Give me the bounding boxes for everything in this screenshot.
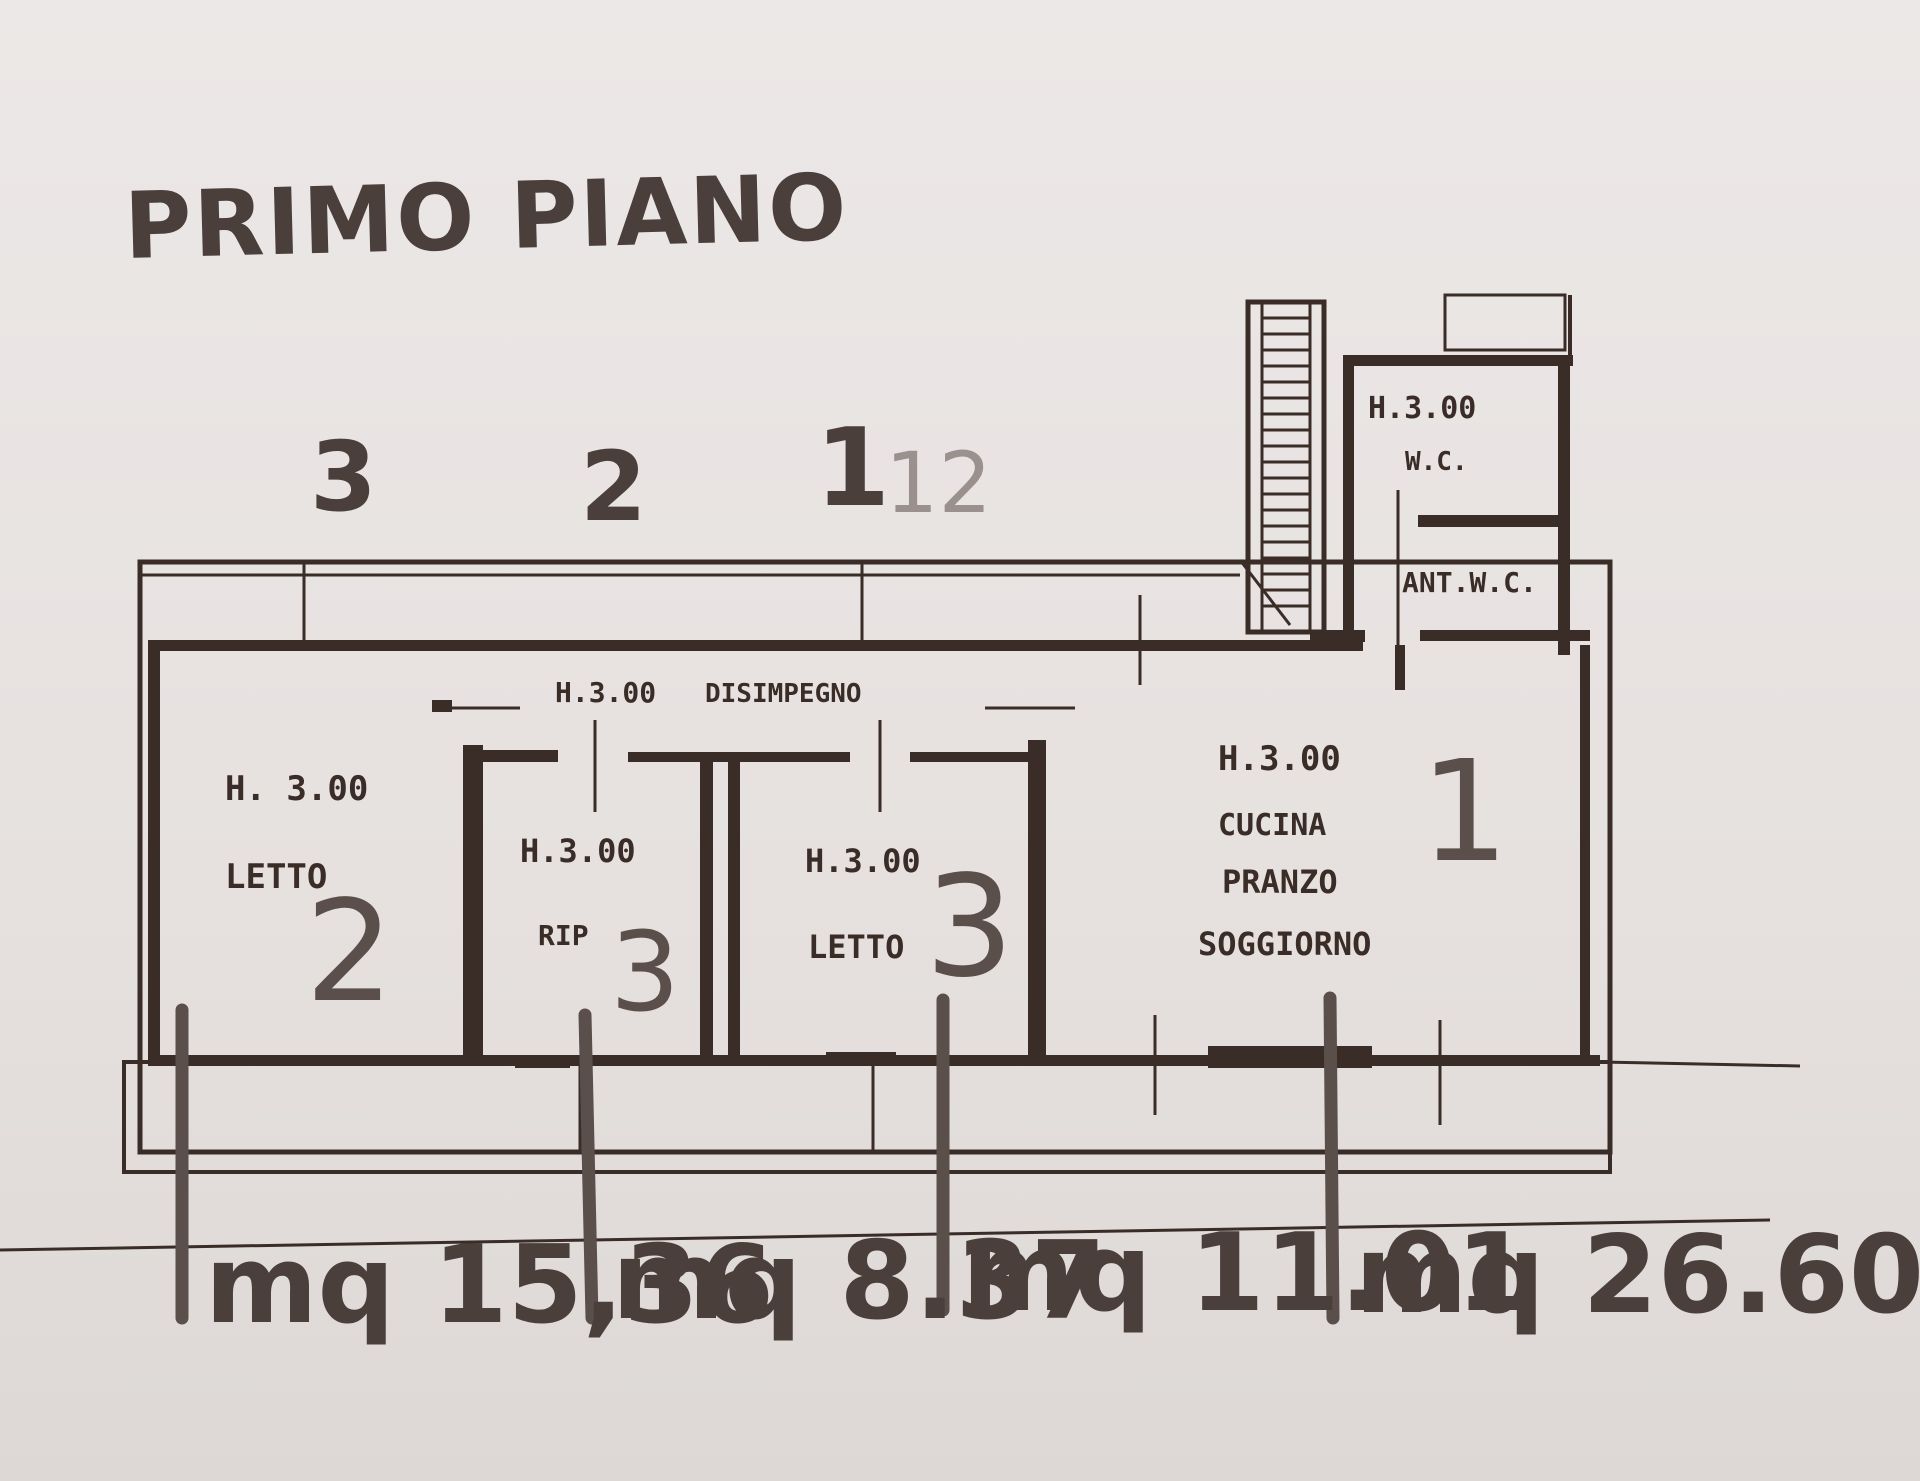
cucina-label-line3: SOGGIORNO <box>1198 925 1371 963</box>
letto2-height: H. 3.00 <box>225 769 368 809</box>
rip-hand-number: 3 <box>610 908 680 1036</box>
rip-label: RIP <box>538 919 589 952</box>
disimpegno-height: H.3.00 <box>555 676 656 709</box>
area-annotations: mq 15,36 mq 8.37 mq 11.01 mq 26.60 <box>175 991 1920 1348</box>
disimpegno-label: DISIMPEGNO <box>705 679 862 709</box>
letto2-label: LETTO <box>225 857 327 897</box>
room-label-wc-group: H.3.00 W.C. ANT.W.C. <box>1368 391 1537 599</box>
staircase <box>1238 293 1572 635</box>
wc-height: H.3.00 <box>1368 391 1476 426</box>
cucina-label-line1: CUCINA <box>1218 808 1326 843</box>
unit-number-2: 2 <box>580 431 647 543</box>
unit-number-12-faded: 12 <box>885 434 992 532</box>
interior-walls <box>148 355 1600 1068</box>
unit-number-1: 1 <box>815 406 890 531</box>
unit-number-3: 3 <box>310 421 377 533</box>
building-outline <box>0 559 1801 1252</box>
plan-title: PRIMO PIANO <box>123 154 850 280</box>
area-line-2 <box>578 1008 599 1325</box>
area-line-4 <box>1323 991 1340 1325</box>
letto3-label: LETTO <box>808 928 904 966</box>
letto3-height: H.3.00 <box>805 842 921 880</box>
letto2-hand-number: 2 <box>305 871 394 1034</box>
cucina-label-line2: PRANZO <box>1222 863 1338 901</box>
ant-wc-label: ANT.W.C. <box>1402 566 1537 599</box>
wc-label: W.C. <box>1405 447 1468 477</box>
rip-height: H.3.00 <box>520 832 636 870</box>
area-rip: mq 8.37 <box>612 1219 1106 1344</box>
cucina-height: H.3.00 <box>1218 739 1341 779</box>
area-letto2: mq 15,36 <box>205 1223 774 1348</box>
letto3-hand-number: 3 <box>925 846 1014 1009</box>
area-cucina: mq 26.60 <box>1355 1213 1920 1338</box>
cucina-hand-number: 1 <box>1420 731 1509 894</box>
area-letto3: mq 11.01 <box>962 1211 1531 1336</box>
door-marks <box>432 490 1400 812</box>
